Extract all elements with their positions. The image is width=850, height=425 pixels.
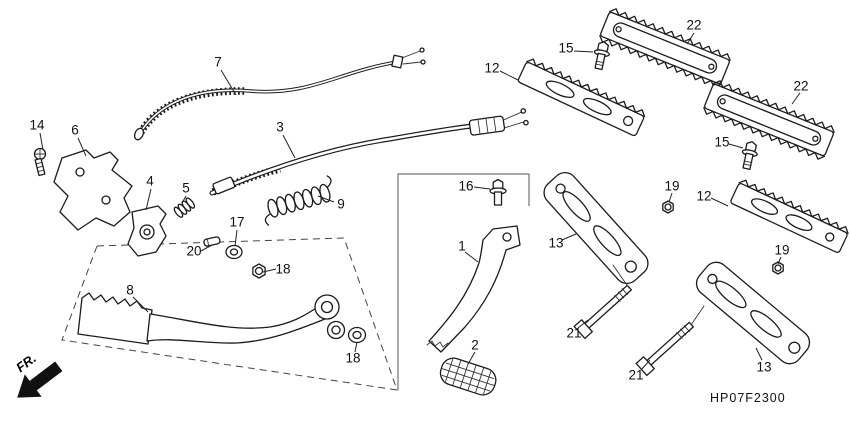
callout-15: 15 — [558, 40, 574, 56]
long-bolt-21a — [573, 284, 632, 340]
leader-lines — [39, 32, 801, 371]
pedal-rubber — [439, 357, 497, 396]
callout-19: 19 — [774, 242, 790, 258]
pedal-bracket — [127, 205, 167, 257]
callout-16: 16 — [458, 178, 474, 194]
washer-17 — [225, 244, 243, 260]
return-spring — [264, 175, 332, 226]
callout-17: 17 — [229, 214, 245, 230]
callout-15: 15 — [714, 134, 730, 150]
callout-4: 4 — [146, 173, 154, 189]
flange-bolt-15b — [741, 141, 758, 171]
fr-label: FR. — [13, 351, 39, 376]
callout-3: 3 — [276, 119, 284, 135]
footpeg-left — [517, 58, 646, 137]
callout-12: 12 — [696, 188, 712, 204]
step-lever — [426, 225, 521, 353]
clutch-cable — [133, 47, 426, 141]
step-plate-bottom — [703, 80, 835, 160]
construction-lines — [61, 173, 530, 391]
nut-19a — [662, 200, 674, 214]
throttle-cable — [209, 108, 529, 196]
nut-19b — [772, 261, 784, 275]
pin — [203, 236, 221, 247]
callout-1: 1 — [458, 238, 466, 254]
small-spring — [173, 197, 196, 218]
callout-14: 14 — [29, 117, 45, 133]
footpeg-bracket-right — [695, 261, 811, 365]
callout-5: 5 — [182, 180, 190, 196]
callout-13: 13 — [548, 235, 564, 251]
screw — [33, 147, 47, 177]
callout-20: 20 — [186, 243, 202, 259]
callout-8: 8 — [126, 282, 134, 298]
callout-18: 18 — [345, 350, 361, 366]
callout-21: 21 — [628, 367, 644, 383]
footpeg-bracket-left — [543, 171, 649, 285]
callout-2: 2 — [471, 337, 479, 353]
callout-22: 22 — [686, 17, 702, 33]
callout-18: 18 — [275, 261, 291, 277]
callout-19: 19 — [664, 178, 680, 194]
flange-bolt-15a — [593, 41, 610, 71]
long-bolt-21b — [635, 321, 694, 377]
callout-6: 6 — [71, 122, 79, 138]
nut-18 — [252, 263, 266, 279]
fr-arrow: FR. — [13, 351, 63, 398]
diagram-code: HP07F2300 — [710, 391, 786, 405]
callout-7: 7 — [214, 54, 222, 70]
callout-12: 12 — [484, 60, 500, 76]
brake-pedal — [77, 292, 346, 345]
cable-end-fitting — [468, 108, 529, 136]
callout-21: 21 — [566, 325, 582, 341]
step-plate-top — [599, 8, 731, 88]
flange-bolt-16 — [489, 178, 507, 206]
callout-13: 13 — [756, 359, 772, 375]
callout-9: 9 — [337, 196, 345, 212]
footpeg-right — [730, 179, 849, 253]
washer-18b — [347, 326, 367, 344]
callout-22: 22 — [793, 78, 809, 94]
assembly-lines — [612, 264, 705, 326]
cable-guard-bracket — [53, 149, 133, 231]
